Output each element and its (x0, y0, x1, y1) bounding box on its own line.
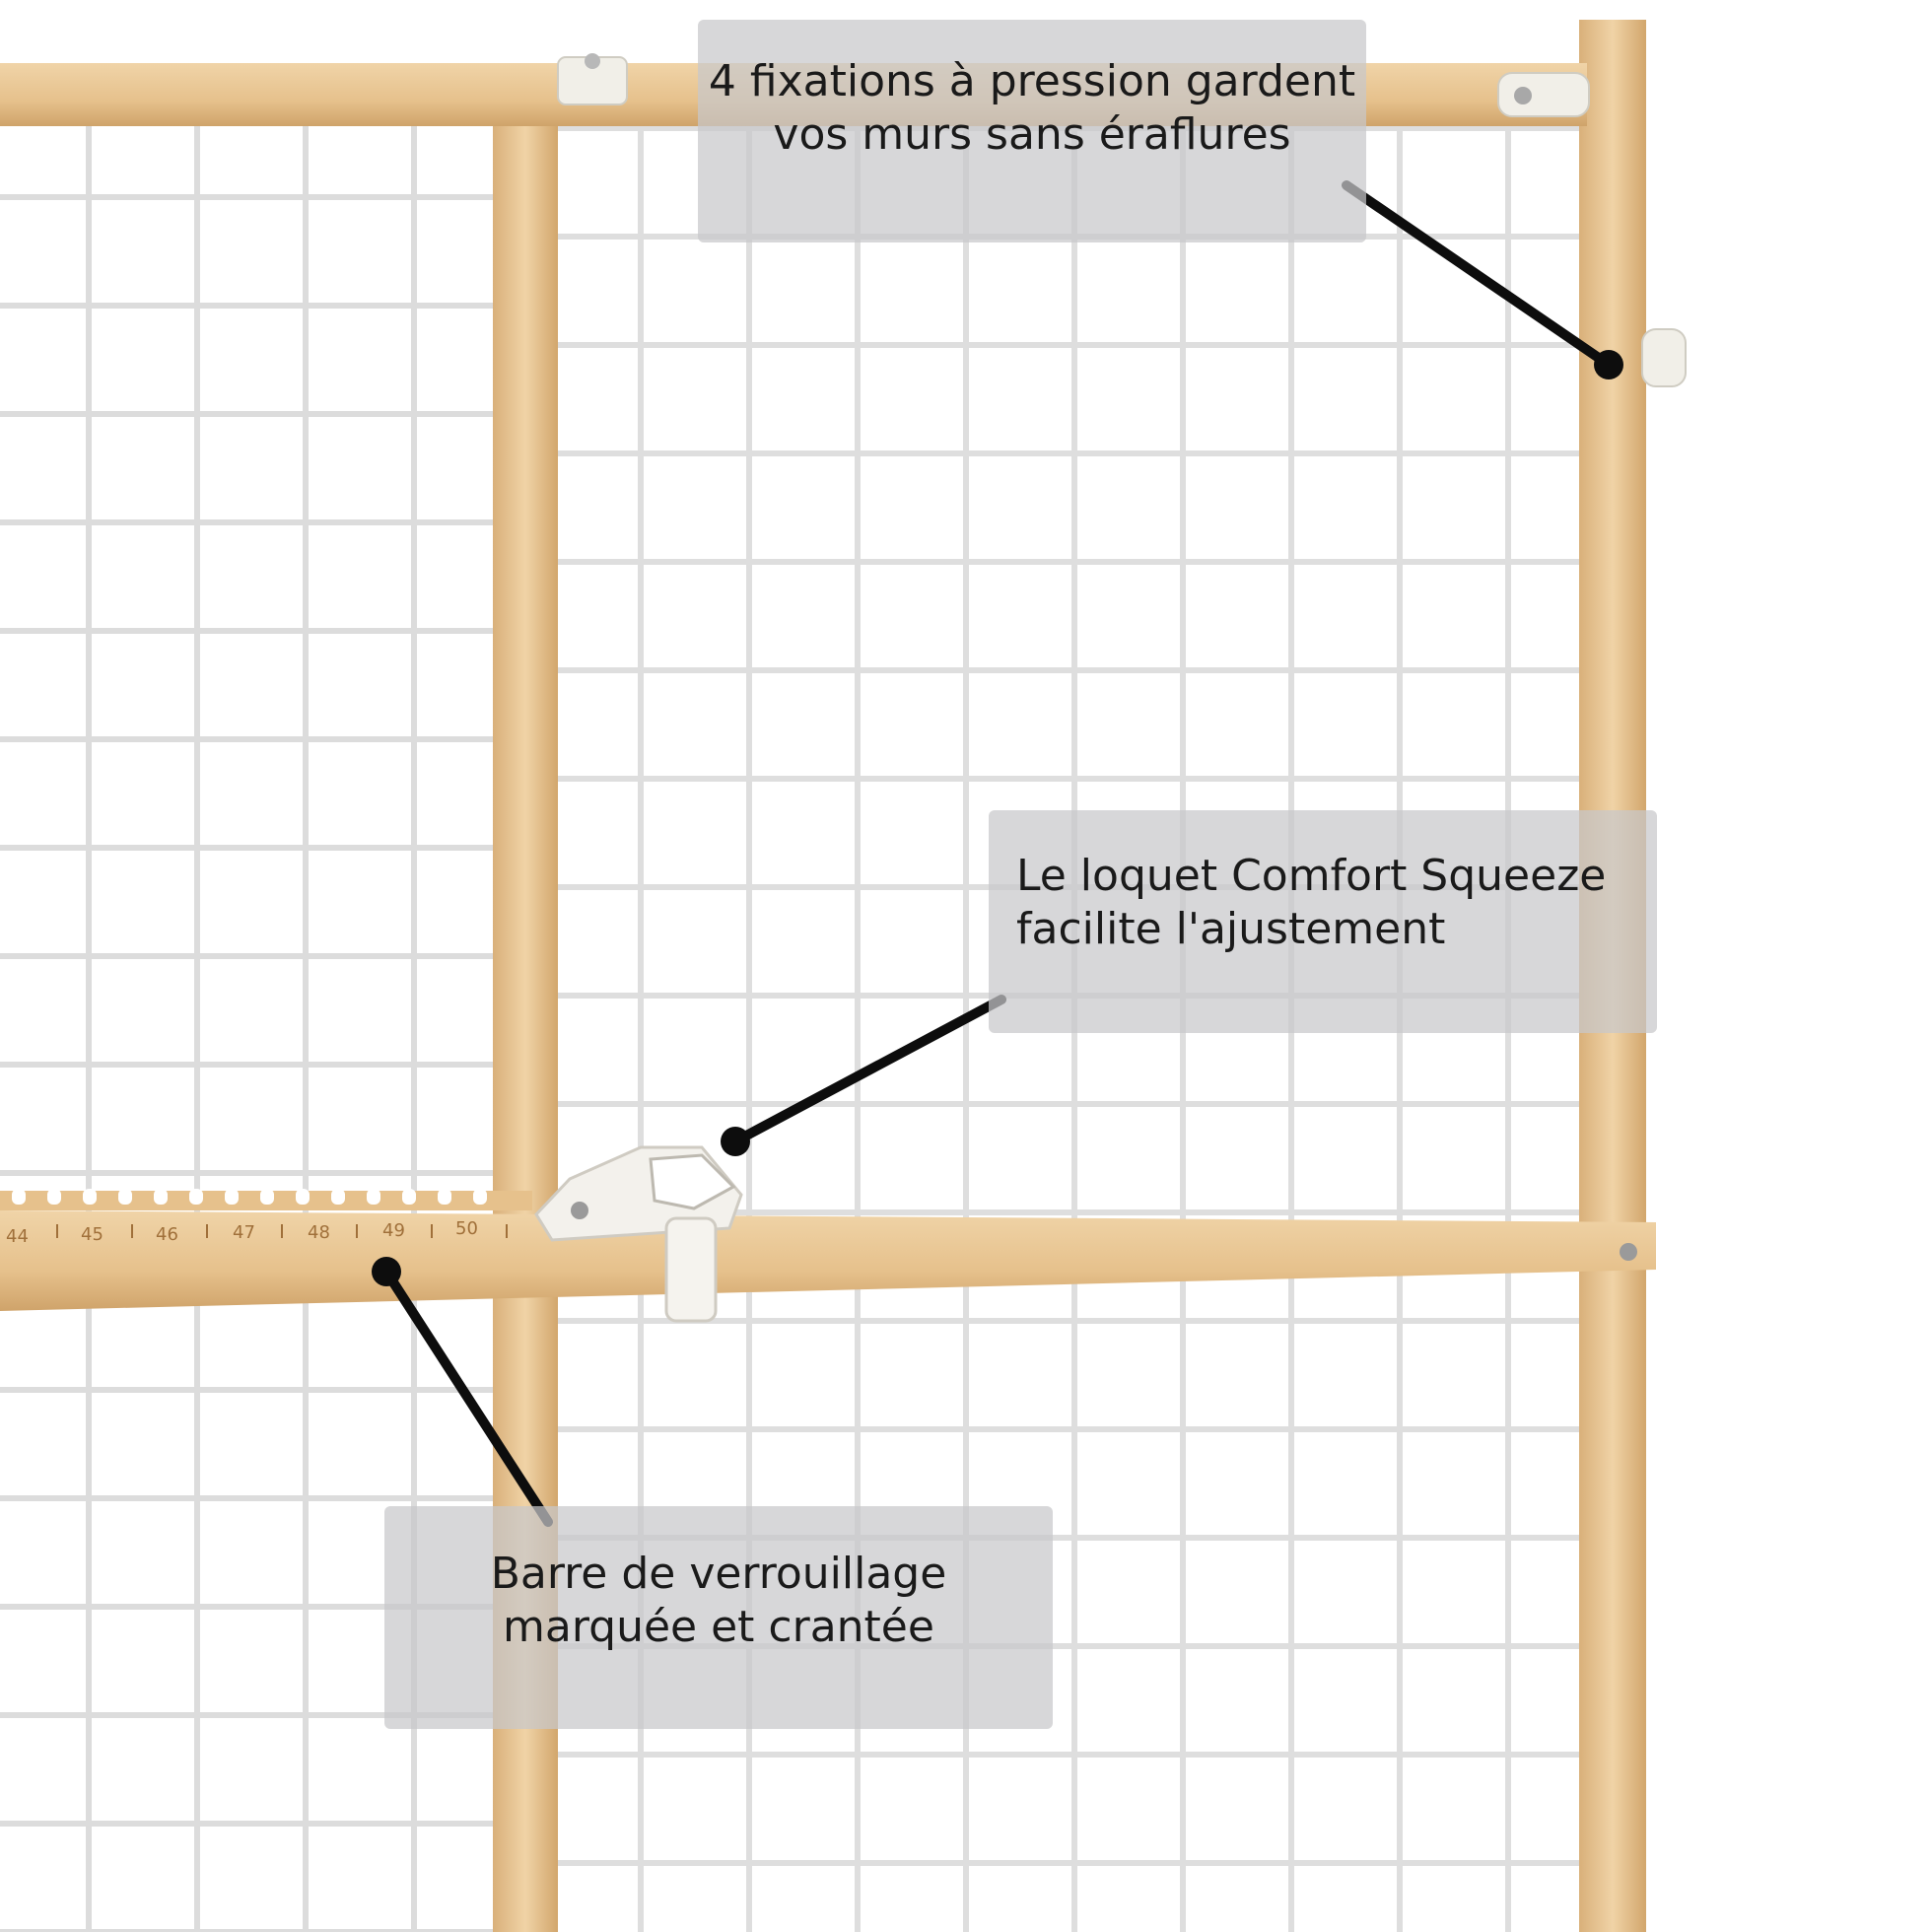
rail-screw (1620, 1243, 1637, 1261)
ruler-tick-46: 46 (156, 1224, 178, 1245)
ruler-tick-50: 50 (455, 1218, 478, 1239)
callout-latch: Le loquet Comfort Squeeze facilite l'aju… (989, 810, 1657, 1033)
callout-pressure-mounts: 4 fixations à pression gardent vos murs … (698, 20, 1366, 242)
pointer-pressure-mounts (1342, 180, 1623, 380)
notched-lock-bar (0, 1189, 532, 1210)
pointer-lock-bar (372, 1257, 553, 1527)
ruler-tick-44: 44 (6, 1226, 29, 1247)
pressure-mount-bracket-right (1497, 72, 1590, 117)
ruler-tick-47: 47 (233, 1222, 255, 1243)
callout-lock-bar-line1: Barre de verrouillage (490, 1549, 947, 1599)
ruler-markings: 44 45 46 47 48 49 50 (6, 1218, 508, 1247)
main-wood-rail (0, 1210, 1656, 1311)
pointer-latch (721, 995, 1006, 1156)
callout-pressure-mounts-line1: 4 fixations à pression gardent (708, 56, 1356, 106)
callout-latch-line1: Le loquet Comfort Squeeze (1016, 851, 1607, 901)
lock-bar-notches (12, 1189, 487, 1205)
ruler-tick-49: 49 (382, 1220, 405, 1241)
callout-lock-bar: Barre de verrouillage marquée et crantée (384, 1506, 1053, 1729)
callout-pressure-mounts-line2: vos murs sans éraflures (773, 109, 1291, 160)
callout-latch-line2: facilite l'ajustement (1016, 904, 1446, 954)
ruler-tick-45: 45 (81, 1224, 104, 1245)
pressure-mount-side (1641, 328, 1687, 387)
comfort-squeeze-latch (534, 1145, 743, 1323)
pressure-mount-top (557, 53, 628, 105)
ruler-tick-48: 48 (308, 1222, 330, 1243)
callout-lock-bar-line2: marquée et crantée (503, 1602, 934, 1652)
